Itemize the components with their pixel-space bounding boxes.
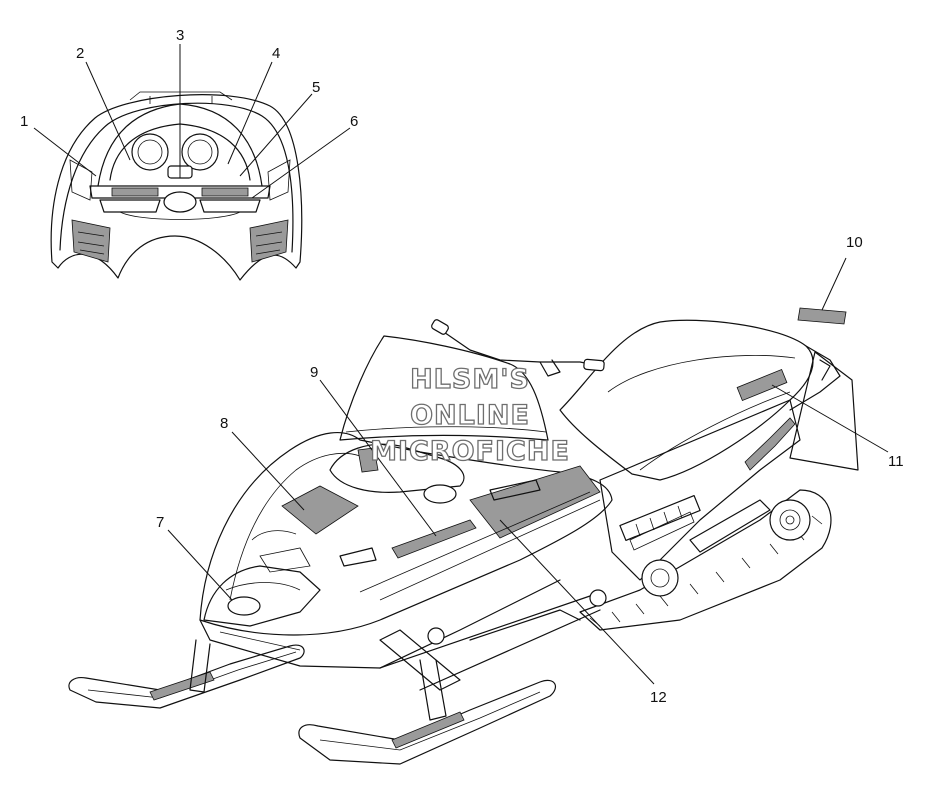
watermark-line-3: MICROFICHE <box>370 436 570 467</box>
callout-1: 1 <box>20 113 28 130</box>
callout-2: 2 <box>76 45 84 62</box>
callout-5: 5 <box>312 79 320 96</box>
callout-8: 8 <box>220 415 228 432</box>
leader-lines <box>33 44 889 685</box>
callout-11: 11 <box>888 453 904 470</box>
hood-inset-view <box>50 91 303 281</box>
decal-10-shape <box>797 307 847 325</box>
callout-10: 10 <box>846 234 863 251</box>
snowmobile-illustration <box>68 319 859 765</box>
watermark: HLSM'S ONLINE MICROFICHE <box>369 363 570 467</box>
callout-9: 9 <box>310 364 318 381</box>
callout-4: 4 <box>272 45 280 62</box>
callout-labels: 1 2 3 4 5 6 7 8 9 10 11 12 <box>20 27 904 706</box>
callout-7: 7 <box>156 514 164 531</box>
callout-3: 3 <box>176 27 184 44</box>
callout-6: 6 <box>350 113 358 130</box>
watermark-line-1: HLSM'S <box>410 364 530 395</box>
watermark-line-2: ONLINE <box>410 400 530 431</box>
callout-12: 12 <box>650 689 667 706</box>
